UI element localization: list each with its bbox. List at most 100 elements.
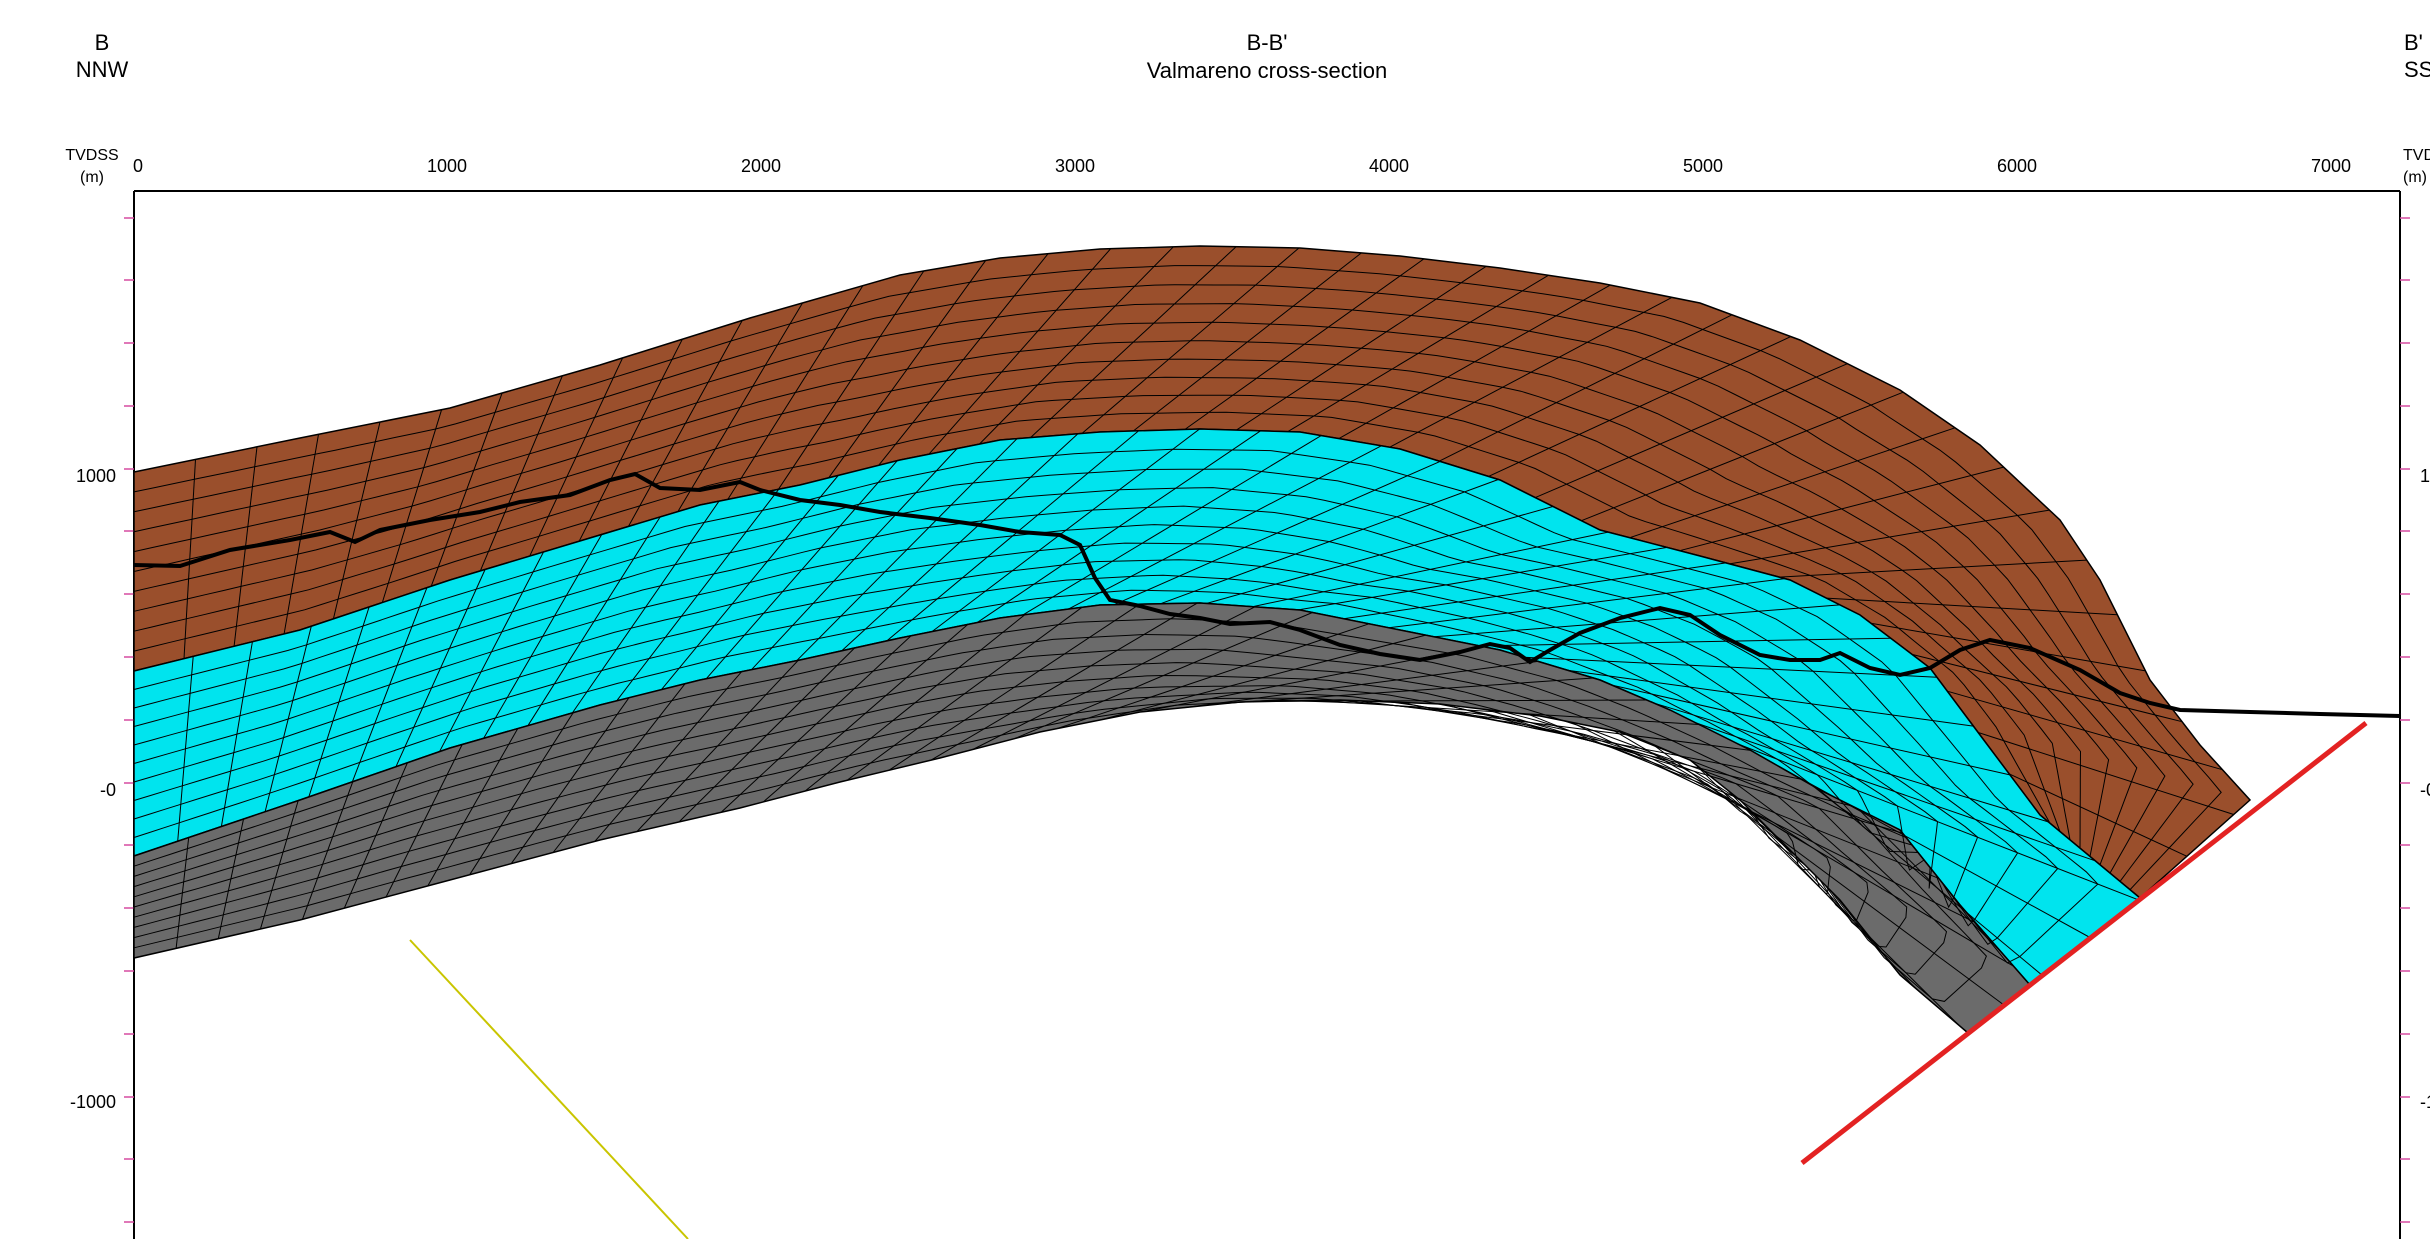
grid-column-line — [878, 253, 1049, 466]
grid-column-line — [183, 459, 196, 659]
grid-column-line — [1759, 819, 1877, 946]
y-axis-unit-left: (m) — [80, 169, 104, 186]
grid-column-line — [483, 534, 603, 739]
section-subtitle: Valmareno cross-section — [1147, 58, 1387, 83]
y-tick-label: -1000 — [2420, 1092, 2430, 1112]
grid-column-line — [1947, 690, 2223, 771]
grid-column-line — [1817, 788, 2043, 976]
grid-column-line — [1056, 623, 1370, 730]
grid-column-line — [594, 671, 742, 842]
grid-column-line — [439, 551, 544, 752]
grid-column-line — [217, 818, 244, 939]
right-direction-label: SSE — [2404, 57, 2430, 82]
grid-column-line — [1695, 722, 2096, 862]
grid-column-line — [1858, 809, 2001, 952]
grid-column-line — [888, 603, 1140, 771]
x-tick-label: 0 — [133, 156, 143, 176]
grid-column-line — [1654, 745, 2005, 1006]
grid-column-line — [1022, 435, 1322, 616]
x-tick-label: 7000 — [2311, 156, 2351, 176]
grid-column-line — [1679, 466, 2004, 552]
grid-column-line — [1581, 391, 1904, 522]
y-ticks-right — [2400, 217, 2410, 1223]
x-tick-label: 4000 — [1369, 156, 1409, 176]
grid-column-line — [1729, 509, 2050, 565]
grid-column-line — [343, 762, 408, 909]
grid-column-line — [332, 421, 381, 620]
grid-column-line — [1184, 660, 1539, 709]
grid-column-line — [469, 712, 574, 876]
y-tick-label: -1000 — [70, 1092, 116, 1112]
grid-column-line — [395, 569, 486, 768]
grid-column-line — [351, 587, 428, 783]
grid-column-line — [636, 660, 799, 832]
grid-column-line — [705, 460, 898, 680]
grid-column-line — [1313, 700, 1700, 725]
grid-column-line — [1132, 252, 1362, 432]
left-direction-label: NNW — [76, 57, 129, 82]
y-axis-label-right: TVDSS — [2403, 147, 2430, 164]
grid-column-line — [1479, 637, 1891, 647]
y-tick-label: 1000 — [2420, 466, 2430, 486]
grid-column-line — [1270, 699, 1647, 702]
grid-column-line — [972, 606, 1256, 750]
right-section-label: B' — [2404, 30, 2423, 55]
grid-column-line — [1298, 546, 1668, 611]
grid-column-line — [1535, 363, 1848, 499]
fault-line — [1800, 721, 2368, 1165]
grid-column-line — [1252, 531, 1609, 608]
grid-column-line — [177, 656, 194, 842]
y-axis-label-left: TVDSS — [65, 147, 118, 164]
grid-column-line — [1160, 479, 1499, 605]
grid-column-line — [1736, 743, 2139, 901]
grid-column-line — [627, 320, 743, 527]
grid-column-line — [308, 606, 370, 798]
y-tick-label: 1000 — [76, 466, 116, 486]
grid-column-line — [1727, 789, 1916, 988]
section-title: B-B' — [1247, 30, 1288, 55]
grid-column-line — [1030, 246, 1237, 438]
grid-column-line — [1571, 721, 1976, 924]
grid-column-line — [385, 744, 463, 898]
grid-column-line — [1870, 622, 2146, 672]
grid-column-line — [175, 837, 190, 949]
grid-column-line — [1227, 677, 1594, 704]
grid-column-line — [616, 488, 780, 702]
grid-column-line — [1779, 559, 2087, 578]
x-tick-label: 5000 — [1683, 156, 1723, 176]
grid-column-line — [1777, 765, 2091, 938]
grid-column-line — [1343, 562, 1727, 620]
grid-column-line — [1911, 653, 2183, 723]
grid-column-line — [578, 338, 683, 542]
y-tick-labels-right: 1000 -0 -1000 — [2420, 466, 2430, 1112]
grid-column-line — [1184, 258, 1425, 430]
grid-column-line — [220, 641, 253, 827]
grid-column-line — [1486, 709, 1903, 834]
y-axis-unit-right: (m) — [2403, 169, 2427, 186]
grid-column-line — [1388, 578, 1785, 629]
grid-column-line — [751, 448, 958, 671]
grid-column-line — [979, 246, 1174, 445]
grid-column-line — [1014, 612, 1313, 740]
y-tick-label: -0 — [100, 780, 116, 800]
grid-column-line — [1113, 460, 1441, 606]
grid-column-line — [846, 606, 1083, 781]
grid-column-line — [1488, 336, 1792, 477]
grid-column-line — [976, 430, 1261, 624]
x-tick-label: 1000 — [427, 156, 467, 176]
trace-line — [409, 939, 689, 1239]
grid-column-line — [1081, 247, 1300, 434]
x-tick-label: 6000 — [1997, 156, 2037, 176]
grid-column-line — [1826, 597, 2118, 616]
grid-column-line — [1236, 265, 1487, 431]
grid-column-line — [1978, 732, 2234, 815]
grid-column-line — [264, 626, 312, 812]
grid-column-line — [1568, 669, 1974, 727]
grid-column-line — [2008, 773, 2188, 857]
y-tick-labels-left: 1000 -0 -1000 — [70, 466, 116, 1112]
y-tick-label: -0 — [2420, 780, 2430, 800]
grid-column-line — [527, 516, 661, 726]
grid-column-line — [1629, 427, 1956, 539]
grid-column-line — [1613, 730, 2014, 967]
